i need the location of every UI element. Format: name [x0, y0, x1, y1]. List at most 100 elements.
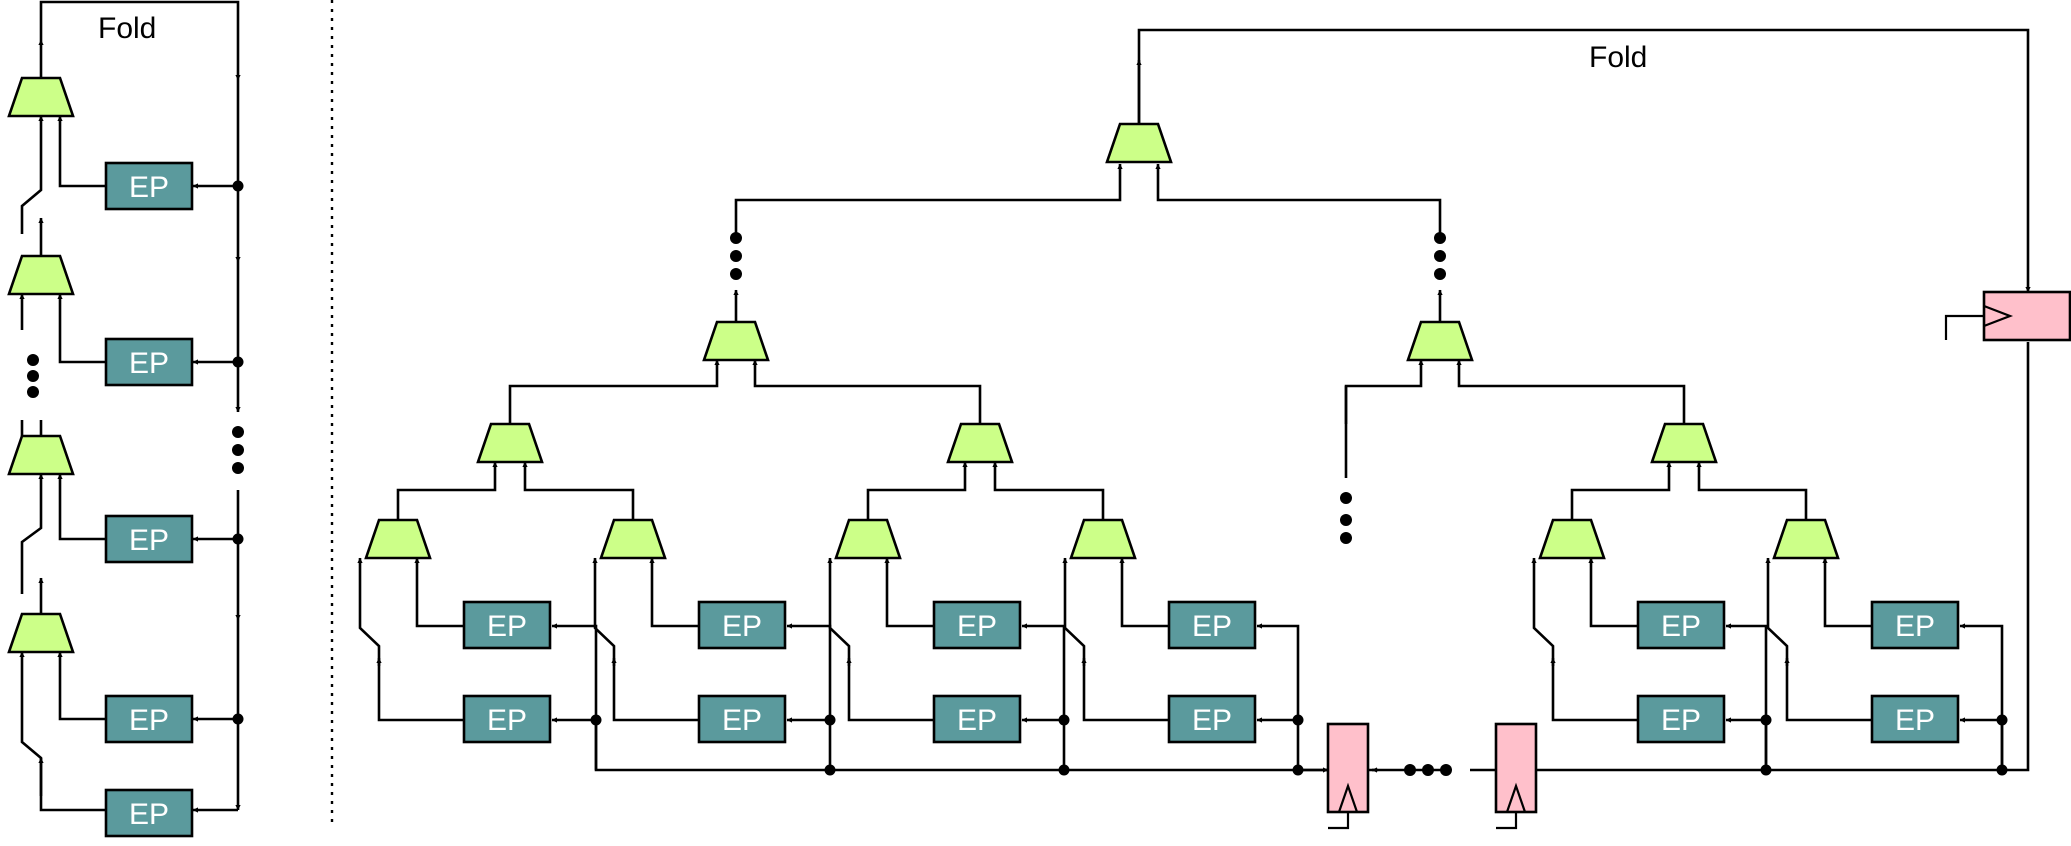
clock-wire [1328, 812, 1350, 830]
ep-box [104, 514, 194, 564]
ep-box [462, 694, 552, 744]
ep-box [1636, 694, 1726, 744]
adder-input-wire [38, 757, 106, 812]
adder-block [364, 518, 432, 560]
junction-dot [1292, 714, 1304, 726]
ep-box [1167, 694, 1257, 744]
ep-label: EP [129, 347, 169, 380]
ep-input-wire [1021, 623, 1066, 770]
ellipsis-dot [730, 268, 742, 280]
adder-block [1069, 518, 1137, 560]
ep-label: EP [487, 704, 527, 737]
ep-box [104, 161, 194, 211]
tree-wire [649, 557, 699, 628]
ellipsis-dot [1440, 764, 1452, 776]
junction-dot [824, 714, 836, 726]
tree-wire [1765, 557, 1789, 666]
ep-label: EP [129, 524, 169, 557]
junction-dot [232, 533, 244, 545]
ellipsis-dot [1434, 250, 1446, 262]
adder-block [1406, 320, 1474, 362]
register-box [1494, 722, 1538, 814]
ep-block: EP [932, 694, 1022, 744]
ep-block: EP [697, 694, 787, 744]
clock-wire [1496, 812, 1518, 830]
junction-dot [232, 356, 244, 368]
ep-block: EP [1167, 600, 1257, 650]
junction-dot [1058, 764, 1070, 776]
ep-label: EP [1192, 704, 1232, 737]
tree-wire [1696, 461, 1808, 520]
ellipsis-dot [1404, 764, 1416, 776]
clock-symbol [1983, 304, 2014, 328]
ep-label: EP [1895, 610, 1935, 643]
ep-block: EP [932, 600, 1022, 650]
ep-input-wire [1256, 623, 1300, 770]
pipeline-register [1494, 722, 1538, 830]
tree-wire [592, 557, 616, 666]
ellipsis-dot [730, 250, 742, 262]
ep-label: EP [1661, 610, 1701, 643]
ellipsis-dot [1340, 492, 1352, 504]
junction-dot [232, 713, 244, 725]
left-wires [19, 0, 244, 813]
ep-box [1870, 694, 1960, 744]
ep-label: EP [129, 171, 169, 204]
ep-block: EP [462, 600, 552, 650]
ep-input-wire [1959, 623, 2004, 770]
broadcast-bus [594, 720, 1328, 772]
tree-wire [1531, 557, 1555, 666]
tree-wire [1081, 657, 1169, 722]
ep-label: EP [487, 610, 527, 643]
ep-box [697, 600, 787, 650]
junction-dot [1058, 714, 1070, 726]
adder-input-wire [57, 473, 106, 541]
ellipsis-dot [1434, 232, 1446, 244]
adder-block [1538, 518, 1606, 560]
tree-wire [734, 163, 1123, 238]
ep-block: EP [104, 514, 194, 564]
ep-box [1870, 600, 1960, 650]
ep-block: EP [104, 161, 194, 211]
ep-box [932, 694, 1022, 744]
clock-symbol [1505, 782, 1527, 813]
ellipsis-dot [232, 462, 244, 474]
tree-wire [1456, 359, 1686, 424]
ellipsis-dot [1422, 764, 1434, 776]
chain-wire [19, 651, 43, 796]
tree-wire [1062, 557, 1086, 666]
adder-input-wire [57, 115, 106, 188]
tree-wire [846, 657, 934, 722]
ep-box [104, 788, 194, 838]
tree-wire [1784, 657, 1872, 722]
ep-box [462, 600, 552, 650]
tree-wire [827, 557, 851, 666]
ellipsis-dot [730, 232, 742, 244]
ep-input-wire [1725, 623, 1768, 770]
tree-wire [752, 359, 982, 424]
ep-block: EP [104, 337, 194, 387]
chain-wire [20, 115, 44, 234]
ep-label: EP [1192, 610, 1232, 643]
tree-wire [414, 557, 464, 628]
ellipsis-dot [1340, 532, 1352, 544]
tree-wire [884, 557, 934, 628]
ep-input-wire [786, 623, 832, 770]
adder-block [476, 422, 544, 464]
register-box [1326, 722, 1370, 814]
tree-wire [992, 461, 1105, 520]
adder-block [7, 254, 75, 296]
ellipsis-dot [232, 426, 244, 438]
ep-block: EP [1636, 600, 1726, 650]
junction-dot [1292, 764, 1304, 776]
root-adder [1105, 122, 1173, 164]
right-fold-label: Fold [1589, 41, 1647, 74]
ep-box [697, 694, 787, 744]
junction-dot [232, 180, 244, 192]
ep-block: EP [1870, 694, 1960, 744]
ep-box [104, 694, 194, 744]
